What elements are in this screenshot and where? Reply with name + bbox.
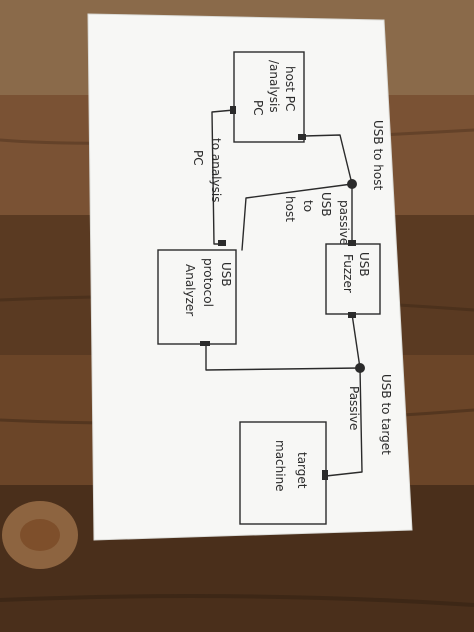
junction-node-lower bbox=[355, 363, 365, 373]
host-pc-label-1: host PC bbox=[283, 66, 297, 111]
label-usb-to-host-mid-2: to bbox=[301, 200, 315, 212]
paper-sheet bbox=[87, 13, 413, 541]
box-protocol-analyzer bbox=[157, 249, 237, 345]
line-node-to-analyzer bbox=[241, 183, 353, 251]
port-analyzer-top bbox=[218, 240, 226, 246]
label-passive-lower: Passive bbox=[347, 386, 361, 430]
line-analyzer-to-node-lower bbox=[205, 343, 361, 371]
analyzer-label-3: Analyzer bbox=[183, 264, 197, 316]
fuzzer-label-2: Fuzzer bbox=[341, 254, 355, 293]
box-host-pc bbox=[233, 51, 305, 143]
label-to-analysis-pc-2: PC bbox=[191, 150, 205, 166]
port-hostpc-left bbox=[230, 106, 236, 114]
analyzer-label-2: protocol bbox=[201, 258, 215, 307]
target-label-2: machine bbox=[273, 440, 287, 492]
port-fuzzer-bottom bbox=[348, 312, 356, 318]
port-fuzzer-top bbox=[348, 240, 356, 246]
host-pc-label-2: /analysis bbox=[267, 60, 281, 113]
target-label-1: target bbox=[295, 452, 309, 489]
host-pc-label-3: PC bbox=[251, 100, 265, 116]
label-usb-to-host-mid-1: USB bbox=[319, 192, 333, 217]
label-to-analysis-pc-1: to analysis bbox=[209, 138, 223, 202]
port-analyzer-bottom bbox=[200, 341, 210, 346]
fuzzer-label-1: USB bbox=[357, 252, 371, 277]
label-usb-to-host-mid-3: host bbox=[283, 196, 297, 222]
label-passive-upper: passive bbox=[337, 200, 351, 245]
junction-node-upper bbox=[347, 179, 357, 189]
line-fuzzer-to-node-lower bbox=[351, 313, 361, 369]
port-hostpc-bottom bbox=[298, 134, 306, 140]
line-node-to-target bbox=[325, 367, 363, 477]
label-usb-to-host-top: USB to host bbox=[371, 120, 385, 191]
analyzer-label-1: USB bbox=[219, 262, 233, 287]
label-usb-to-target: USB to target bbox=[379, 374, 393, 455]
line-hostpc-to-node-upper bbox=[303, 134, 353, 185]
port-target-right bbox=[322, 470, 328, 480]
